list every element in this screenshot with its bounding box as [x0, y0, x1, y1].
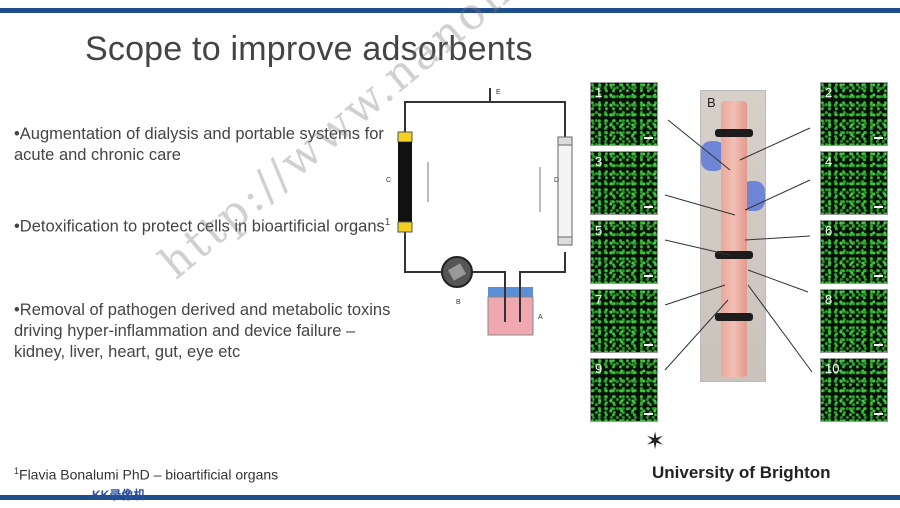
panel-number: 10	[825, 361, 840, 376]
micrograph-panel-5: 5	[590, 220, 658, 284]
scale-bar	[874, 275, 883, 277]
label-c: C	[386, 177, 391, 184]
panel-number: 8	[825, 292, 833, 307]
scale-bar	[644, 275, 653, 277]
column-c-body	[398, 142, 412, 222]
panel-number: 5	[595, 223, 603, 238]
micrograph-panel-4: 4	[820, 151, 888, 215]
scale-bar	[874, 206, 883, 208]
panel-number: 7	[595, 292, 603, 307]
scale-bar	[874, 344, 883, 346]
panel-number: 2	[825, 85, 833, 100]
bullet-text: •Augmentation of dialysis and portable s…	[14, 125, 384, 164]
arrow-to-panel-10	[747, 284, 813, 373]
micrograph-panel-3: 3	[590, 151, 658, 215]
scale-bar	[874, 137, 883, 139]
column-d-cap-bottom	[557, 236, 573, 246]
bullet-removal: •Removal of pathogen derived and metabol…	[14, 300, 394, 363]
reservoir-a-lid	[488, 287, 533, 297]
footnote-text: Flavia Bonalumi PhD – bioartificial orga…	[19, 466, 279, 483]
arrow-to-panel-9	[664, 299, 729, 371]
bullet-superscript: 1	[384, 217, 391, 228]
arrow-to-panel-7	[664, 284, 726, 306]
recorder-overlay-label: KK录像机	[92, 488, 146, 502]
panel-number: 6	[825, 223, 833, 238]
micrograph-panel-1: 1	[590, 82, 658, 146]
scale-bar	[874, 413, 883, 415]
column-photo: B	[700, 90, 766, 382]
column-ring	[715, 313, 753, 321]
bullet-text: •Removal of pathogen derived and metabol…	[14, 301, 391, 361]
circuit-line-right	[519, 252, 566, 282]
university-name: University of Brighton	[652, 463, 831, 482]
arrow-to-panel-8	[747, 269, 809, 293]
label-e: E	[496, 89, 501, 96]
arrow-to-panel-1	[667, 119, 731, 171]
arrow-to-panel-6	[744, 235, 811, 241]
bullet-text: •Detoxification to protect cells in bioa…	[14, 217, 385, 236]
panel-number: 4	[825, 154, 833, 169]
micrograph-panel-7: 7	[590, 289, 658, 353]
scale-bar	[644, 137, 653, 139]
column-ring	[715, 129, 753, 137]
scale-bar	[644, 206, 653, 208]
arrow-to-panel-2	[739, 127, 811, 161]
bullet-augmentation: •Augmentation of dialysis and portable s…	[14, 124, 394, 166]
label-b: B	[456, 299, 461, 306]
arrow-to-panel-3	[664, 194, 736, 216]
micrograph-panel-9: 9	[590, 358, 658, 422]
circuit-diagram: E C D B A	[386, 88, 573, 336]
top-accent-bar	[0, 8, 900, 13]
arrow-to-panel-5	[664, 239, 731, 256]
pump-rotor	[447, 263, 467, 281]
micrograph-panel-8: 8	[820, 289, 888, 353]
column-ring	[715, 251, 753, 259]
panel-number: 1	[595, 85, 603, 100]
bullet-detoxification: •Detoxification to protect cells in bioa…	[14, 212, 394, 238]
micrograph-panel-10: 10	[820, 358, 888, 422]
circuit-line-pump	[472, 271, 506, 282]
column-tube	[721, 101, 747, 377]
column-c-cap-bottom	[397, 221, 413, 233]
label-a: A	[538, 314, 543, 321]
label-d: D	[554, 177, 559, 184]
circuit-line-left	[404, 232, 442, 273]
scale-bar	[644, 344, 653, 346]
micrograph-panel-2: 2	[820, 82, 888, 146]
micrograph-panel-6: 6	[820, 220, 888, 284]
scale-bar	[644, 413, 653, 415]
footnote-marker: 1	[14, 466, 20, 476]
photo-label: B	[707, 95, 716, 110]
university-star-logo: ✶	[645, 428, 666, 455]
slide-title: Scope to improve adsorbents	[85, 30, 533, 68]
reservoir-a-body	[487, 296, 534, 336]
panel-number: 9	[595, 361, 603, 376]
panel-number: 3	[595, 154, 603, 169]
bottom-accent-bar	[0, 495, 900, 500]
arrow-to-panel-4	[744, 179, 811, 211]
footnote: 1Flavia Bonalumi PhD – bioartificial org…	[14, 466, 278, 483]
